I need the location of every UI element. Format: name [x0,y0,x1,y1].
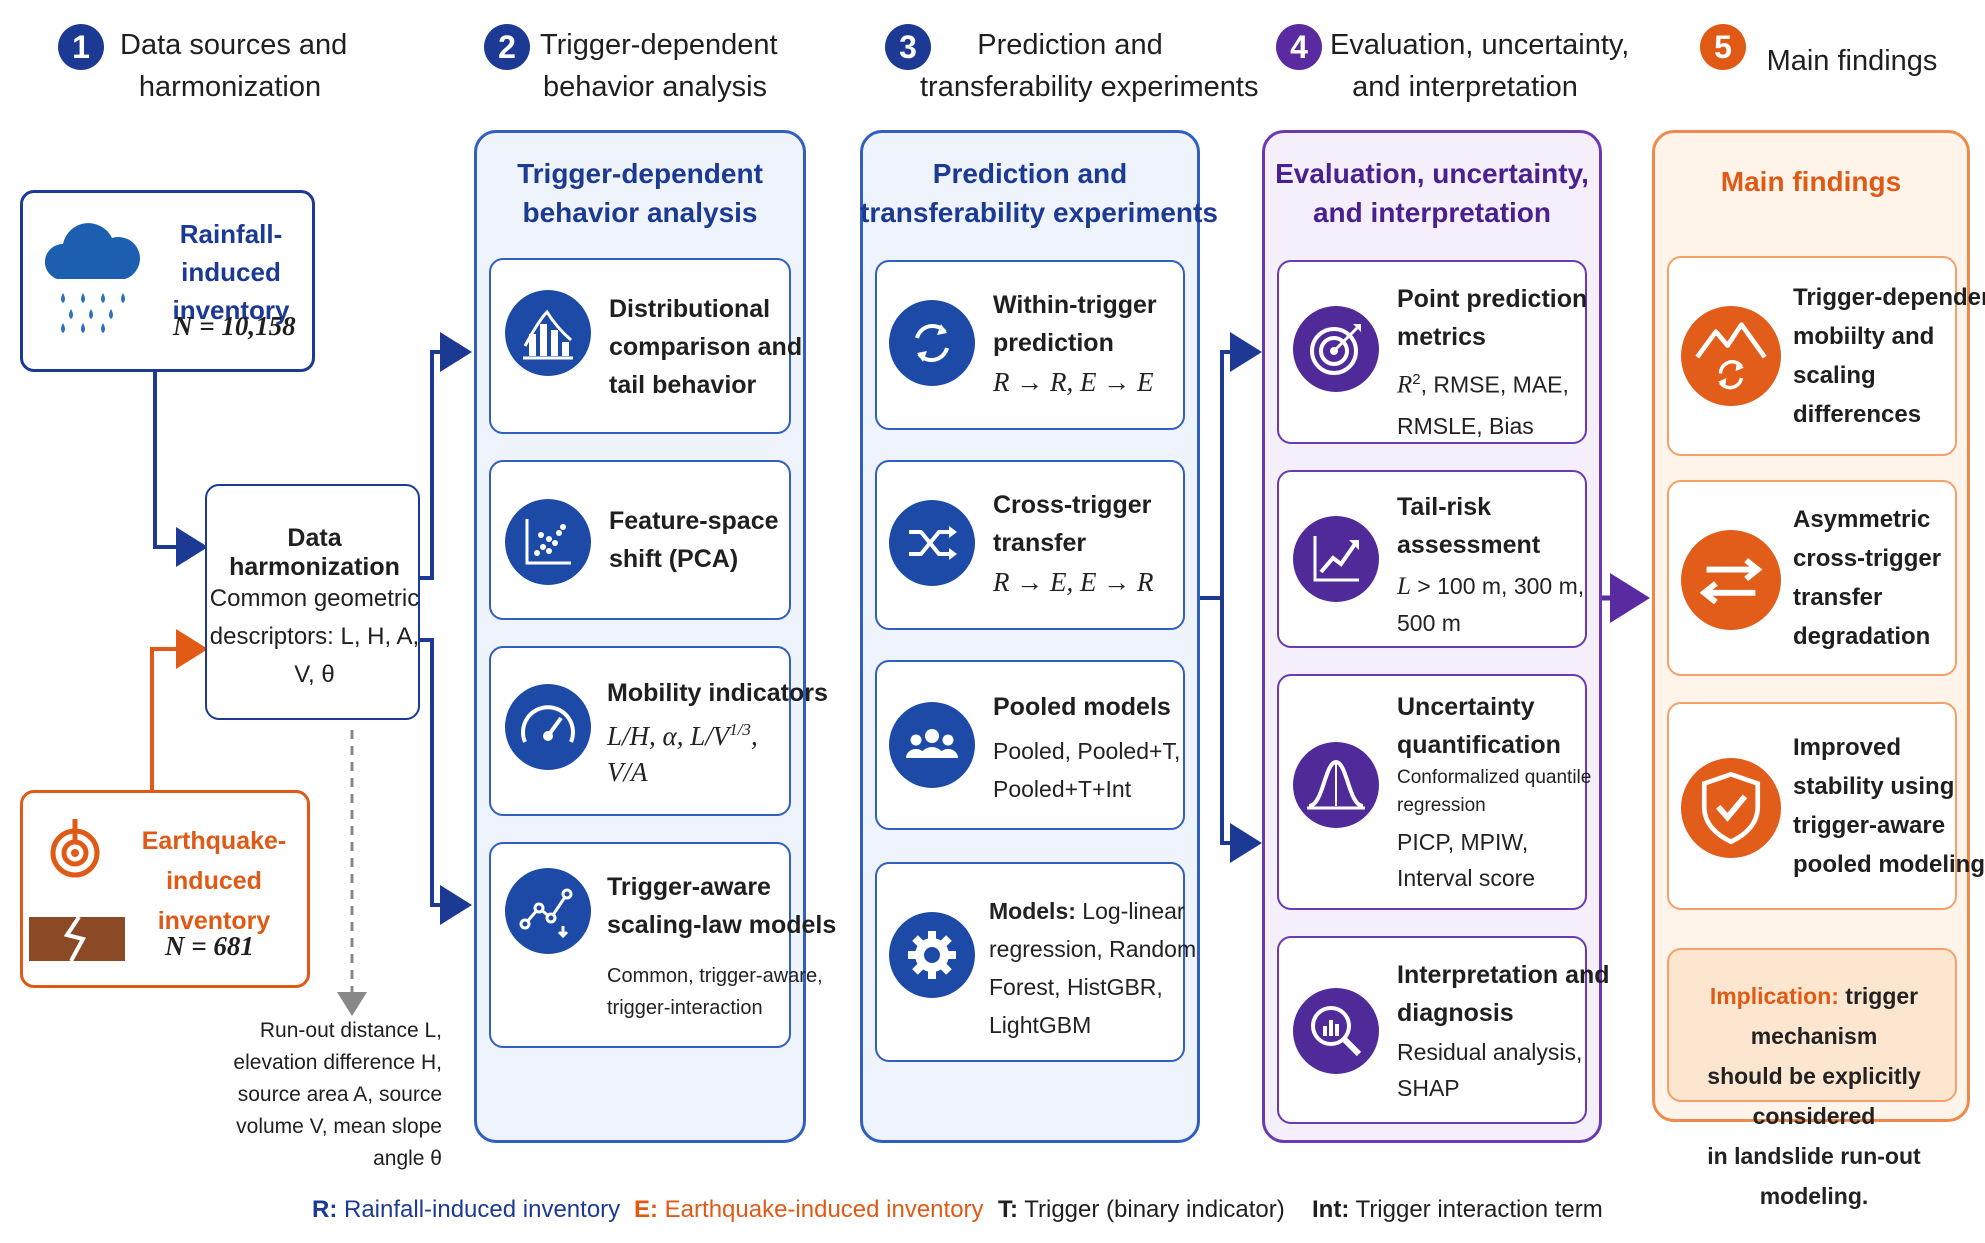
earthquake-count: N = 681 [165,931,254,961]
findings-panel-title: Main findings [1720,166,1902,197]
step-number-2: 2 [484,24,530,70]
implication-box: Implication: trigger mechanism should be… [1667,948,1957,1209]
arrow-harmonization-to-behavior-bottom [420,638,472,925]
arrow-harmonization-to-behavior-top [420,332,472,580]
scatter-plot-icon [505,499,591,585]
bell-curve-icon [1293,742,1379,828]
uncertainty-metrics: PICP, MPIW,Interval score [1397,829,1536,891]
group-users-icon [889,702,975,788]
interpretation-methods: Residual analysis,SHAP [1397,1039,1583,1101]
shuffle-icon [889,500,975,586]
legend-e: E: Earthquake-induced inventory [634,1196,984,1223]
implication-text: Implication: trigger mechanism should be… [1707,983,1921,1209]
epicenter-icon [50,819,100,878]
mountains-cycle-icon [1681,306,1781,406]
rainfall-count: N = 10,158 [173,311,296,341]
mobility-formula-line1: L/H, α, L/V1/3, [607,720,758,751]
harmonization-box: Data harmonization Common geometric desc… [205,484,420,720]
models-list: Models: Log-linear regression, Random Fo… [989,898,1197,1038]
descriptors-note: Run-out distance L, elevation difference… [233,1019,442,1170]
harmonization-text: Common geometric descriptors: L, H, A, V… [209,585,420,688]
behavior-card-scaling-law-detail: Common, trigger-aware,trigger-interactio… [607,965,823,1019]
arrow-earthquake-to-harmonization [150,629,208,790]
speedometer-icon [505,684,591,770]
step-title-4: Evaluation, uncertainty,and interpretati… [1330,29,1630,103]
point-prediction-metrics: R2, RMSE, MAE, RMSLE, Bias [1397,371,1569,439]
within-trigger-formula: R → R, E → E [993,367,1154,397]
arrow-rainfall-to-harmonization [153,372,208,567]
mobility-formula-line2: V/A [607,757,648,787]
rising-chart-icon [1293,516,1379,602]
legend-int: Int: Trigger interaction term [1312,1196,1603,1223]
prediction-card-pooled-models: Pooled models Pooled, Pooled+T,Pooled+T+… [875,660,1185,830]
legend-r: R: Rainfall-induced inventory [312,1196,621,1223]
swap-arrows-icon [1681,530,1781,630]
pooled-models-title: Pooled models [993,693,1171,721]
prediction-card-models: Models: Log-linear regression, Random Fo… [875,862,1196,1062]
step-number-3: 3 [885,24,931,70]
arrow-prediction-to-eval-bottom [1220,598,1262,863]
harmonization-title: Data harmonization [229,524,400,581]
gear-icon [889,912,975,998]
magnifier-chart-icon [1293,988,1379,1074]
refresh-cycle-icon [889,300,975,386]
step-number-1: 1 [58,24,104,70]
step-number-4: 4 [1276,24,1322,70]
legend-t: T: Trigger (binary indicator) [998,1196,1285,1223]
target-icon [1293,306,1379,392]
behavior-card-mobility: Mobility indicators L/H, α, L/V1/3, V/A [489,646,828,816]
ground-crack-icon [29,917,125,961]
evaluation-panel-title: Evaluation, uncertainty,and interpretati… [1275,158,1589,228]
step-number-5: 5 [1700,24,1746,70]
shield-check-icon [1681,758,1781,858]
bar-chart-trend-icon [505,290,591,376]
line-chart-points-icon [505,868,591,954]
behavior-card-mobility-title: Mobility indicators [607,679,828,707]
tail-risk-thresholds: L > 100 m, 300 m, 500 m [1397,573,1585,636]
rain-cloud-icon [44,223,141,333]
pooled-models-list: Pooled, Pooled+T,Pooled+T+Int [993,738,1181,802]
arrow-prediction-to-eval-top [1220,332,1262,598]
step-title-5: Main findings [1766,45,1938,77]
cross-trigger-formula: R → E, E → R [993,567,1154,597]
